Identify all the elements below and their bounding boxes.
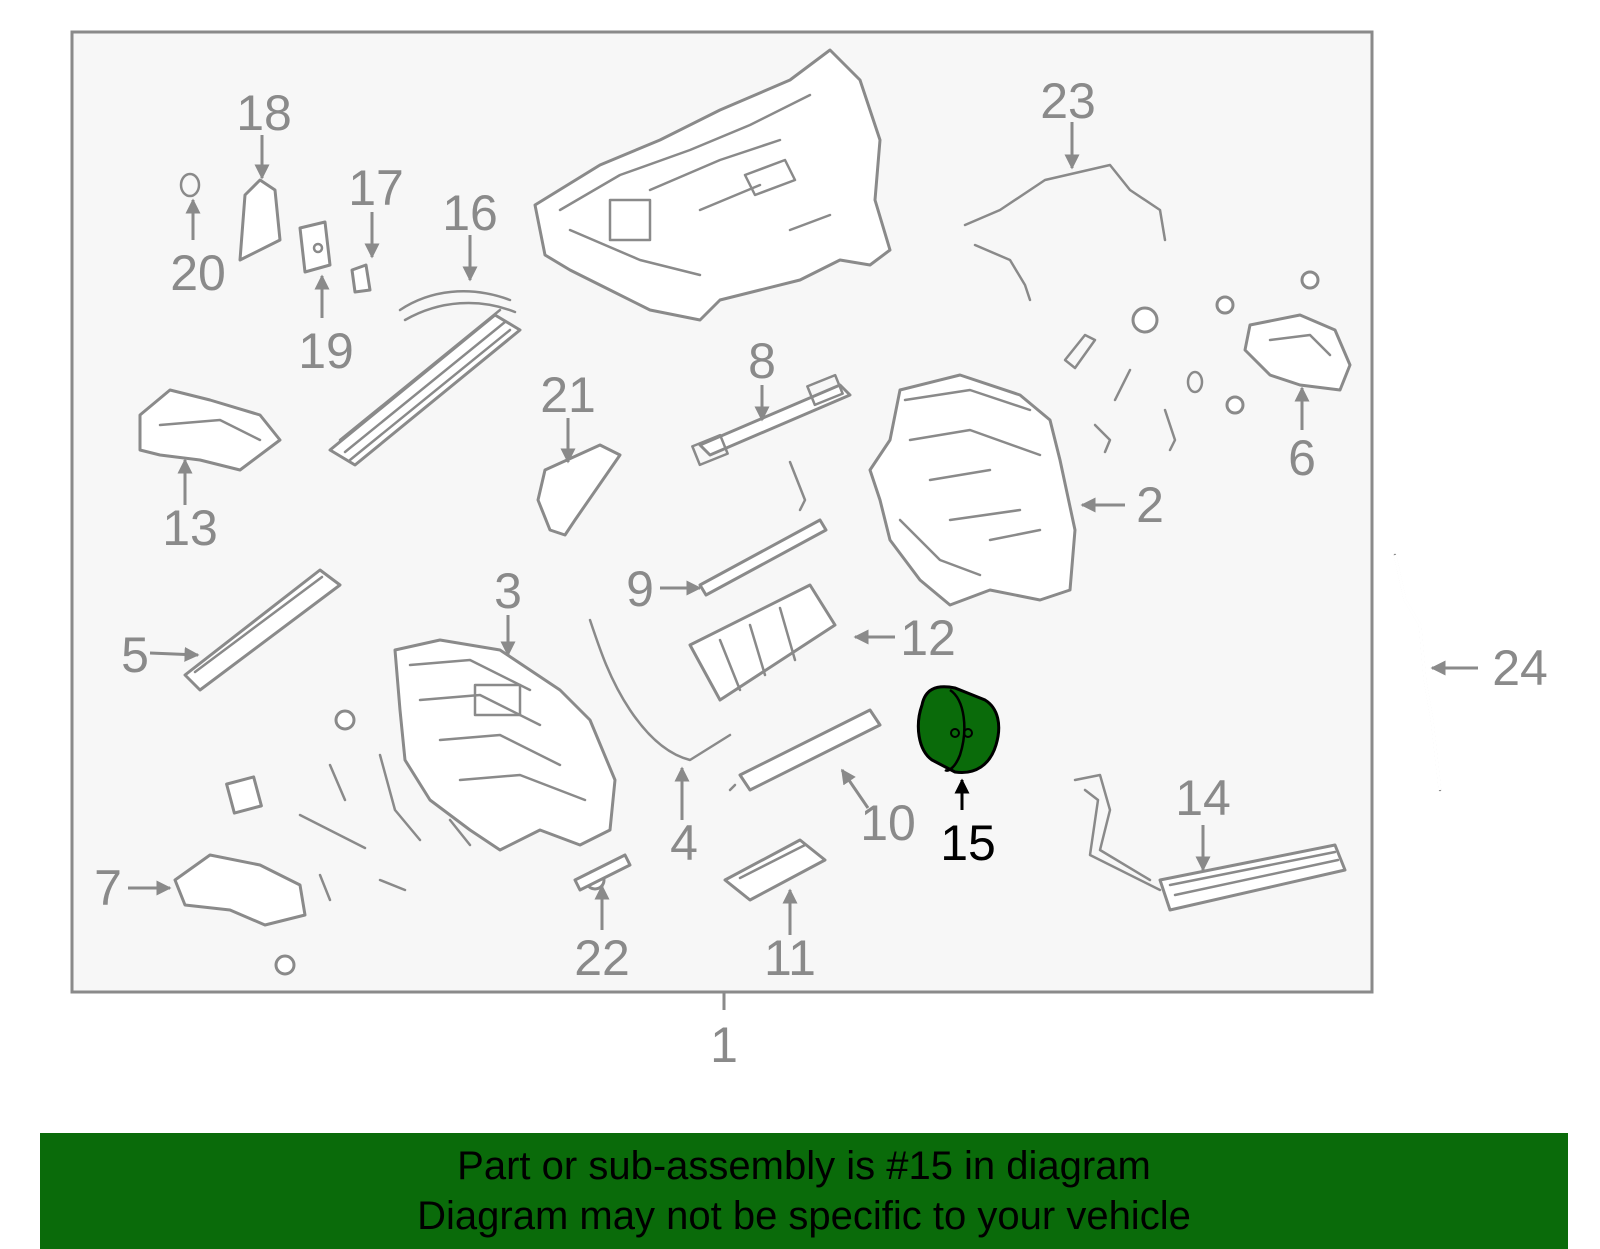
leader-5 <box>149 646 200 662</box>
callout-20: 20 <box>170 245 226 301</box>
part-info-banner: Part or sub-assembly is #15 in diagram D… <box>40 1133 1568 1249</box>
part-14-heater-core[interactable] <box>1073 773 1347 912</box>
part-4-rod[interactable] <box>588 618 732 762</box>
callout-17: 17 <box>348 160 404 216</box>
callout-21: 21 <box>540 367 596 423</box>
callout-14: 14 <box>1175 770 1231 826</box>
part-11-module[interactable] <box>723 838 827 902</box>
leader-10 <box>840 768 870 809</box>
callout-19: 19 <box>298 323 354 379</box>
callout-11: 11 <box>764 930 816 986</box>
callout-9: 9 <box>626 561 654 617</box>
callout-1: 1 <box>710 1017 738 1073</box>
callout-3: 3 <box>494 563 522 619</box>
callout-5: 5 <box>121 627 149 683</box>
part-9-rod[interactable] <box>698 460 828 597</box>
part-20-oring[interactable] <box>179 172 201 198</box>
part-6-actuator[interactable] <box>1243 313 1352 392</box>
part-13-duct[interactable] <box>138 388 282 472</box>
callout-24: 24 <box>1492 640 1548 696</box>
part-17-clip[interactable] <box>350 263 372 294</box>
callout-22: 22 <box>574 930 630 986</box>
banner-line-disclaimer: Diagram may not be specific to your vehi… <box>417 1194 1191 1238</box>
part-2-housing[interactable] <box>868 373 1077 607</box>
callout-7: 7 <box>94 860 122 916</box>
part-19-valve[interactable] <box>298 220 332 274</box>
callout-8: 8 <box>748 333 776 389</box>
callout-16: 16 <box>442 185 498 241</box>
part-8-lever[interactable] <box>691 373 852 467</box>
part-18-bracket[interactable] <box>238 178 282 262</box>
callout-4: 4 <box>670 815 698 871</box>
callout-12: 12 <box>900 610 956 666</box>
callout-23: 23 <box>1040 73 1096 129</box>
part-23-pipe[interactable] <box>963 163 1167 302</box>
callout-2: 2 <box>1136 477 1164 533</box>
part-15-blower-motor[interactable] <box>916 685 1001 775</box>
part-21-duct[interactable] <box>536 443 622 537</box>
part-3-housing[interactable] <box>393 638 617 852</box>
callout-15: 15 <box>940 815 996 871</box>
part-screws[interactable] <box>225 270 1320 976</box>
part-10-bracket[interactable] <box>728 708 882 792</box>
part-5-filter[interactable] <box>183 568 342 692</box>
callout-10: 10 <box>860 795 916 851</box>
callout-6: 6 <box>1288 430 1316 486</box>
parts-diagram: 1 2 3 4 5 6 7 8 9 10 11 12 13 14 15 16 1… <box>70 30 1548 1073</box>
part-12-damper[interactable] <box>688 583 837 702</box>
part-16-evaporator[interactable] <box>328 290 522 467</box>
part-22-sensor[interactable] <box>573 853 632 892</box>
banner-line-part: Part or sub-assembly is #15 in diagram <box>457 1144 1151 1188</box>
part-hvac-case-upper[interactable] <box>533 48 892 322</box>
part-misc-links[interactable] <box>298 753 472 902</box>
callout-13: 13 <box>162 500 218 556</box>
part-7-duct[interactable] <box>173 853 307 927</box>
callout-18: 18 <box>236 85 292 141</box>
part-24-hose[interactable] <box>1393 553 1442 792</box>
